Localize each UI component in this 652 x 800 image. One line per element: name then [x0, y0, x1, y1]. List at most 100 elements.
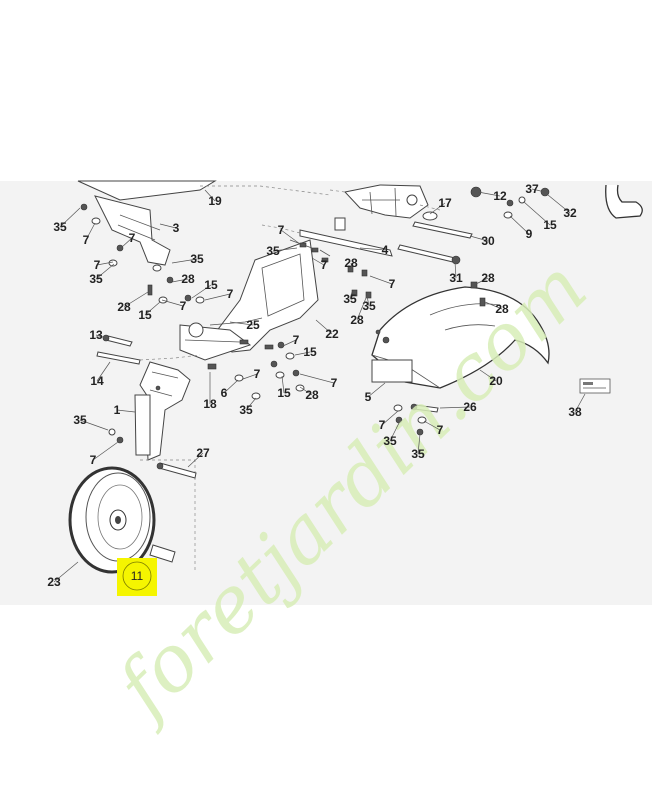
callout-c25: 25 — [246, 318, 260, 332]
callout-c7c: 7 — [94, 258, 101, 272]
rod-assembly — [261, 217, 393, 299]
callout-leader-c13 — [95, 334, 107, 339]
callout-leader-c28a — [171, 278, 189, 283]
callout-c28d: 28 — [344, 256, 358, 270]
callout-leader-c35f — [272, 247, 298, 252]
callout-c15e: 15 — [543, 218, 557, 232]
callout-leader-c28e — [356, 292, 369, 321]
callout-leader-c28c — [299, 386, 313, 396]
callout-leader-c27 — [187, 452, 204, 468]
callout-c28f: 28 — [481, 271, 495, 285]
callout-leader-c6 — [223, 379, 239, 394]
callout-c28c: 28 — [305, 388, 319, 402]
callout-leader-c7h — [282, 339, 297, 347]
callout-leader-c15a — [191, 284, 212, 299]
callout-c28a: 28 — [181, 272, 195, 286]
callout-leader-c25 — [229, 321, 254, 326]
callout-leader-c3 — [159, 223, 177, 229]
callout-leader-c35e — [245, 397, 257, 411]
callout-c30: 30 — [481, 234, 495, 248]
callout-c38: 38 — [568, 405, 582, 419]
callout-c7b: 7 — [129, 231, 136, 245]
callout-leader-c12 — [477, 191, 501, 197]
callout-leader-c37 — [531, 188, 546, 193]
callout-c35h: 35 — [362, 299, 376, 313]
callout-c15d: 15 — [303, 345, 317, 359]
callout-leader-c38 — [574, 393, 586, 413]
callout-leader-c7f — [92, 441, 119, 461]
callout-leader-c7n — [423, 420, 441, 431]
bolt-and-pin — [96, 334, 141, 444]
callout-c15c: 15 — [277, 386, 291, 400]
callout-leader-c20 — [479, 369, 497, 382]
callout-leader-c26 — [439, 406, 471, 409]
callout-c7l: 7 — [389, 277, 396, 291]
callout-leader-c28f — [473, 277, 489, 286]
callout-c19: 19 — [208, 194, 222, 208]
callout-leader-c35b — [171, 258, 198, 264]
callout-leader-c7e — [204, 293, 231, 301]
callout-c35a: 35 — [53, 220, 67, 234]
callout-c7d: 7 — [180, 299, 187, 313]
callout-leader-c28b — [123, 291, 149, 308]
callout-leader-c15b — [144, 301, 161, 316]
callout-leader-c7k — [311, 257, 325, 266]
callout-c22: 22 — [325, 327, 339, 341]
callout-c7m: 7 — [379, 418, 386, 432]
callout-c35e: 35 — [239, 403, 253, 417]
axle-bolt — [149, 462, 197, 563]
callout-leader-c15c — [281, 375, 285, 394]
bracket-assembly — [179, 239, 319, 361]
callout-c9: 9 — [526, 227, 533, 241]
callout-c17: 17 — [438, 196, 452, 210]
callout-leader-c32 — [547, 194, 571, 214]
callout-c28b: 28 — [117, 300, 131, 314]
callout-leader-c7l — [369, 275, 393, 285]
callout-leader-c9 — [509, 215, 530, 235]
callout-c26: 26 — [463, 400, 477, 414]
callout-c32: 32 — [563, 206, 577, 220]
callout-c7e: 7 — [227, 287, 234, 301]
handle-curve — [605, 184, 643, 219]
callout-c3: 3 — [173, 221, 180, 235]
callout-leader-c15e — [523, 201, 551, 226]
callout-c37: 37 — [525, 182, 539, 196]
callout-c31: 31 — [449, 271, 463, 285]
callout-leader-c7a — [85, 222, 96, 241]
callout-c12: 12 — [493, 189, 507, 203]
frame-upper-left — [77, 180, 331, 266]
callout-c15b: 15 — [138, 308, 152, 322]
callout-c35i: 35 — [383, 434, 397, 448]
callout-c7a: 7 — [83, 233, 90, 247]
callout-leader-c7j — [280, 229, 301, 245]
callout-leader-c15d — [294, 351, 311, 356]
callout-c15a: 15 — [204, 278, 218, 292]
callout-leader-c17 — [429, 202, 446, 215]
callout-c28g: 28 — [495, 302, 509, 316]
callout-c35g: 35 — [343, 292, 357, 306]
callout-c7i: 7 — [331, 376, 338, 390]
fasteners-middle — [207, 341, 305, 400]
fasteners-right — [393, 186, 550, 436]
callout-c35b: 35 — [190, 252, 204, 266]
callout-leader-c35j — [417, 433, 421, 455]
wheel — [68, 466, 156, 574]
callout-c28e: 28 — [350, 313, 364, 327]
callout-leader-c31 — [454, 261, 457, 279]
callout-c35d: 35 — [73, 413, 87, 427]
callout-c13: 13 — [89, 328, 103, 342]
callout-c14: 14 — [90, 374, 104, 388]
fasteners-left — [80, 203, 205, 304]
fender — [371, 286, 550, 389]
callout-leader-c1 — [116, 409, 136, 413]
callout-leader-c35g — [349, 291, 353, 300]
callout-leader-c35d — [79, 419, 109, 431]
callout-c7n: 7 — [437, 423, 444, 437]
callout-leader-c5 — [367, 382, 386, 398]
callout-leader-c7b — [121, 237, 133, 248]
callout-leader-c35h — [366, 295, 370, 307]
callout-leader-c7m — [381, 410, 399, 426]
